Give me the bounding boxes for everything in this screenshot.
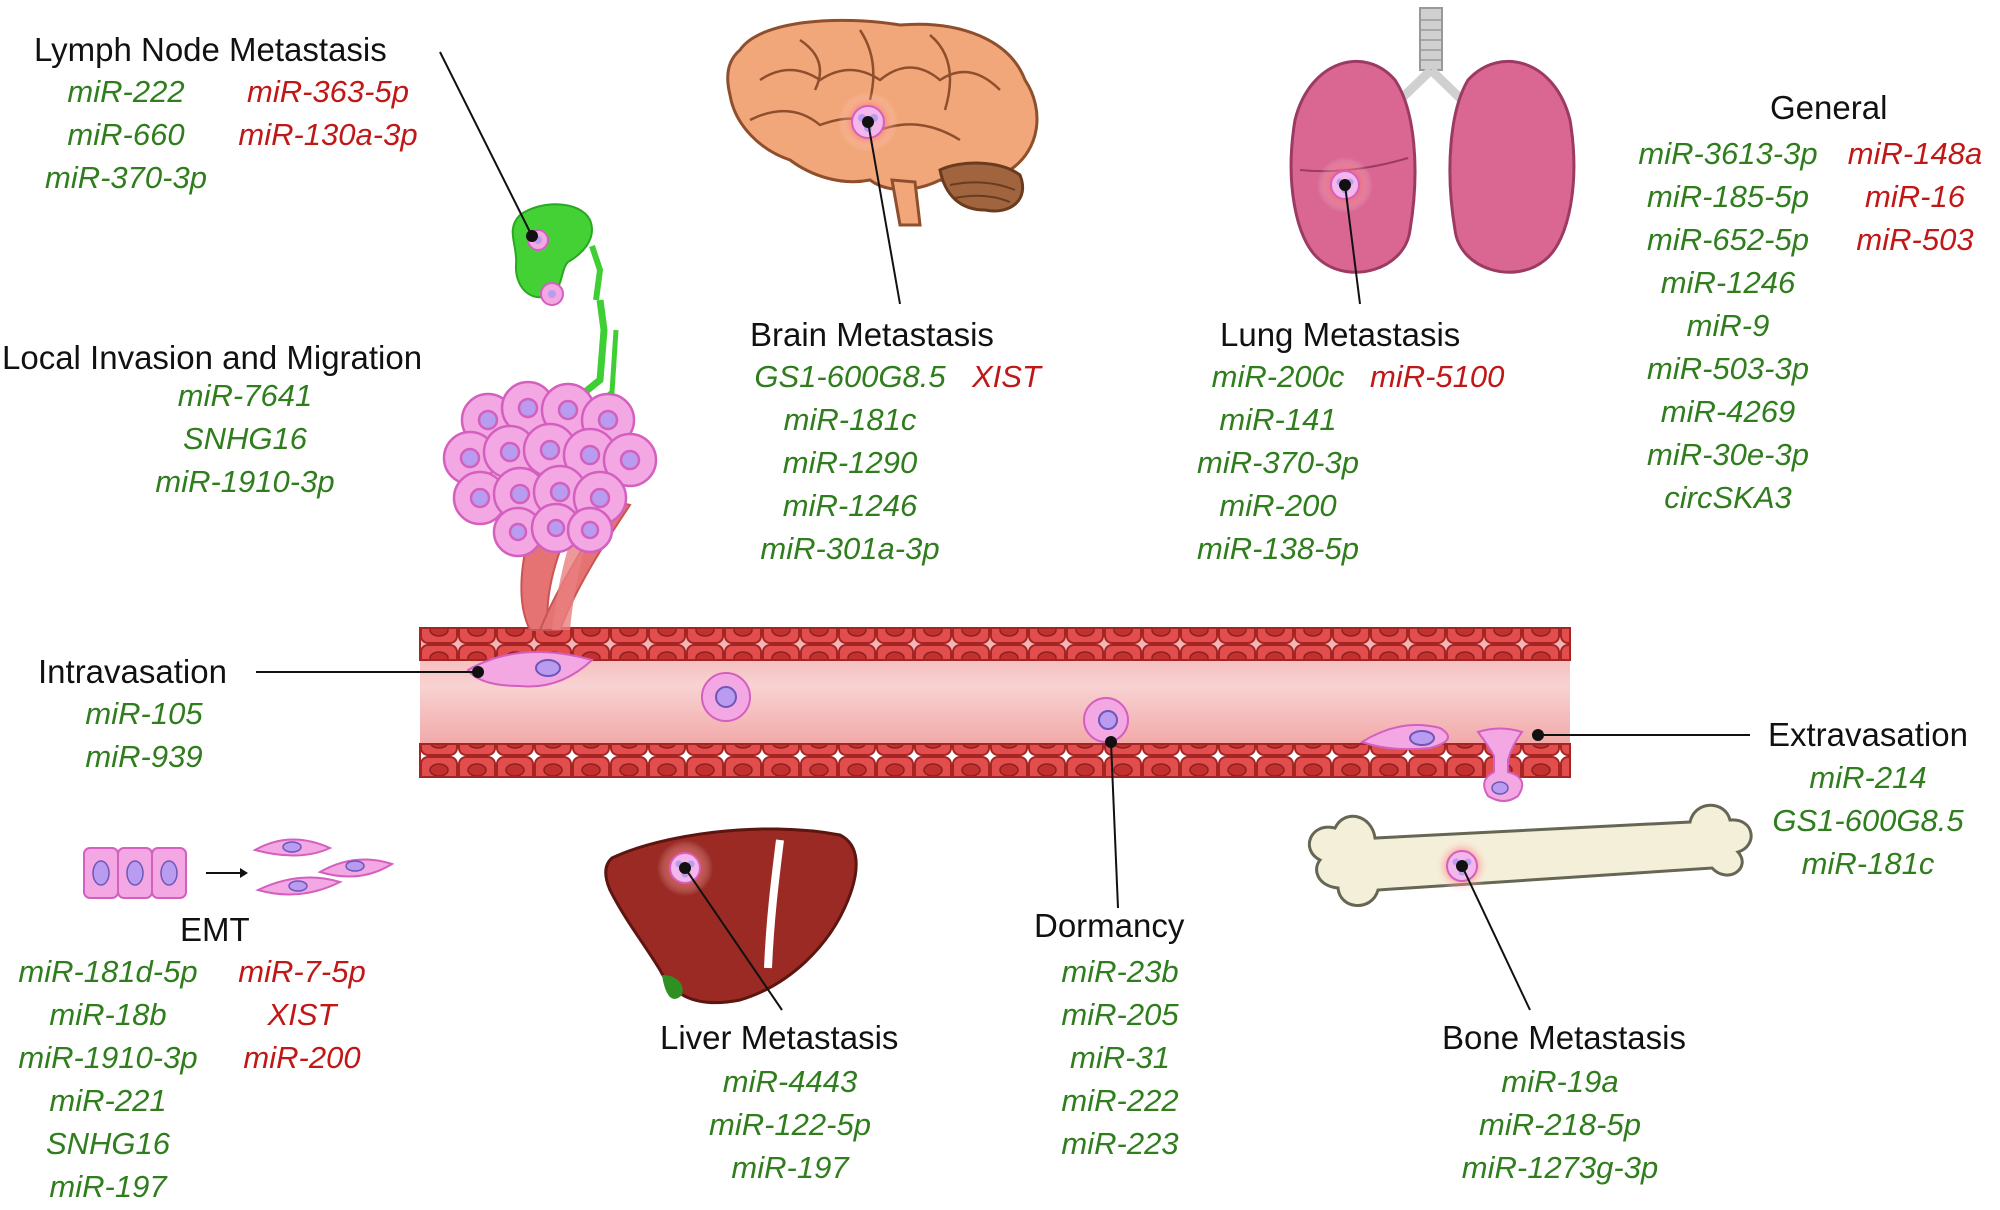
general-mirna: miR-9: [1686, 308, 1770, 343]
emt-promoter-list: miR-7-5p XIST miR-200: [222, 950, 382, 1079]
local-mirna: miR-1910-3p: [155, 464, 335, 499]
dormancy-mirna: miR-23b: [1061, 954, 1179, 989]
extravasation-mirna: GS1-600G8.5: [1772, 803, 1964, 838]
brain-mirna: miR-1246: [782, 488, 918, 523]
intravasation-title: Intravasation: [38, 653, 227, 690]
mesenchymal-cells-icon: [252, 838, 395, 896]
brain-mirna: miR-301a-3p: [760, 531, 940, 566]
extravasation-title: Extravasation: [1768, 716, 1968, 753]
liver-mirna: miR-197: [731, 1150, 849, 1185]
primary-tumor-icon: [442, 299, 658, 631]
brain-mirna: miR-1290: [782, 445, 918, 480]
liver-mirna: miR-4443: [722, 1064, 858, 1099]
emt-mirna: miR-221: [49, 1083, 167, 1118]
bone-mirna: miR-1273g-3p: [1461, 1150, 1659, 1185]
lymph-mirna: miR-363-5p: [247, 74, 409, 109]
general-mirna: miR-185-5p: [1647, 179, 1809, 214]
intravasation-mirna: miR-105: [85, 696, 203, 731]
lung-mirna: miR-200: [1219, 488, 1337, 523]
dormancy-mirna: miR-223: [1061, 1126, 1179, 1161]
emt-mirna: miR-7-5p: [238, 954, 366, 989]
brain-metastasis-title: Brain Metastasis: [750, 316, 994, 353]
leader-lines: [256, 51, 1750, 1011]
bone-metastasis-title: Bone Metastasis: [1442, 1019, 1686, 1056]
lung-metastasis-title: Lung Metastasis: [1220, 316, 1461, 353]
brain-promoter-list: XIST: [972, 355, 1041, 398]
emt-mirna: miR-200: [243, 1040, 361, 1075]
emt-mirna: miR-1910-3p: [18, 1040, 198, 1075]
emt-mirna: XIST: [267, 997, 337, 1032]
lung-mirna: miR-141: [1219, 402, 1337, 437]
liver-icon: [604, 827, 858, 1005]
blood-vessel-icon: [419, 627, 1571, 778]
extravasation-mirna: miR-181c: [1801, 846, 1935, 881]
dormancy-mirna: miR-31: [1070, 1040, 1170, 1075]
general-mirna: miR-4269: [1660, 394, 1796, 429]
brain-icon: [726, 18, 1039, 227]
local-mirna: miR-7641: [177, 378, 313, 413]
general-mirna: circSKA3: [1664, 480, 1792, 515]
emt-suppressor-list: miR-181d-5p miR-18b miR-1910-3p miR-221 …: [8, 950, 208, 1208]
emt-arrow-icon: [206, 868, 248, 878]
epithelial-cells-icon: [83, 847, 187, 899]
general-mirna: miR-1246: [1660, 265, 1796, 300]
dormancy-mirna: miR-222: [1061, 1083, 1179, 1118]
lymph-node-suppressor-list: miR-222 miR-660 miR-370-3p: [26, 70, 226, 199]
emt-mirna: miR-181d-5p: [18, 954, 198, 989]
liver-metastasis-title: Liver Metastasis: [660, 1019, 899, 1056]
dormancy-list: miR-23b miR-205 miR-31 miR-222 miR-223: [1030, 950, 1210, 1165]
local-invasion-list: miR-7641 SNHG16 miR-1910-3p: [105, 374, 385, 503]
dormancy-mirna: miR-205: [1061, 997, 1179, 1032]
liver-list: miR-4443 miR-122-5p miR-197: [690, 1060, 890, 1189]
lymph-mirna: miR-222: [67, 74, 185, 109]
general-mirna: miR-503-3p: [1647, 351, 1809, 386]
emt-mirna: SNHG16: [45, 1126, 171, 1161]
bone-list: miR-19a miR-218-5p miR-1273g-3p: [1440, 1060, 1680, 1189]
lymph-node-icon: [511, 203, 604, 306]
lung-suppressor-list: miR-200c miR-141 miR-370-3p miR-200 miR-…: [1178, 355, 1378, 570]
extravasation-mirna: miR-214: [1809, 760, 1927, 795]
brain-mirna: XIST: [972, 359, 1041, 394]
liver-mirna: miR-122-5p: [709, 1107, 871, 1142]
emt-mirna: miR-197: [49, 1169, 167, 1204]
lung-promoter-list: miR-5100: [1370, 355, 1504, 398]
lymph-mirna: miR-130a-3p: [238, 117, 418, 152]
bone-icon: [1307, 803, 1753, 907]
general-mirna: miR-652-5p: [1647, 222, 1809, 257]
lymph-mirna: miR-370-3p: [45, 160, 207, 195]
lymph-node-promoter-list: miR-363-5p miR-130a-3p: [228, 70, 428, 156]
lung-mirna: miR-138-5p: [1197, 531, 1359, 566]
general-mirna: miR-148a: [1847, 136, 1983, 171]
brain-mirna: GS1-600G8.5: [754, 359, 946, 394]
general-title: General: [1770, 89, 1888, 126]
lymph-mirna: miR-660: [67, 117, 185, 152]
bone-mirna: miR-19a: [1501, 1064, 1619, 1099]
dormancy-title: Dormancy: [1034, 907, 1185, 944]
emt-mirna: miR-18b: [49, 997, 167, 1032]
lung-mirna: miR-370-3p: [1197, 445, 1359, 480]
extravasation-list: miR-214 GS1-600G8.5 miR-181c: [1748, 756, 1988, 885]
general-promoter-list: miR-148a miR-16 miR-503: [1840, 132, 1990, 261]
circulating-tumor-cells: [466, 651, 1524, 802]
lung-mirna: miR-5100: [1370, 359, 1505, 394]
brain-suppressor-list: GS1-600G8.5 miR-181c miR-1290 miR-1246 m…: [710, 355, 990, 570]
local-invasion-title: Local Invasion and Migration: [2, 339, 423, 376]
emt-title: EMT: [180, 911, 250, 948]
general-mirna: miR-30e-3p: [1647, 437, 1809, 472]
local-mirna: SNHG16: [182, 421, 308, 456]
general-suppressor-list: miR-3613-3p miR-185-5p miR-652-5p miR-12…: [1628, 132, 1828, 519]
general-mirna: miR-16: [1865, 179, 1965, 214]
lung-mirna: miR-200c: [1211, 359, 1345, 394]
lung-icon: [1289, 7, 1576, 274]
lymph-node-metastasis-title: Lymph Node Metastasis: [34, 31, 387, 68]
intravasation-list: miR-105 miR-939: [54, 692, 234, 778]
general-mirna: miR-503: [1856, 222, 1974, 257]
general-mirna: miR-3613-3p: [1638, 136, 1818, 171]
brain-mirna: miR-181c: [783, 402, 917, 437]
intravasation-mirna: miR-939: [85, 739, 203, 774]
bone-mirna: miR-218-5p: [1479, 1107, 1641, 1142]
